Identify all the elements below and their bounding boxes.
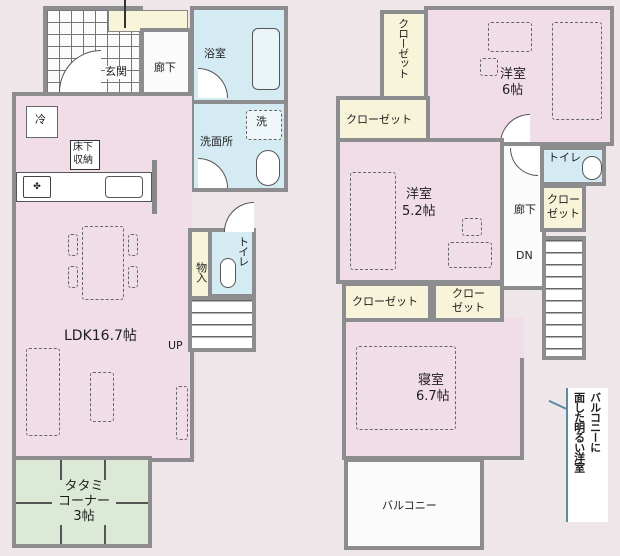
closet-vertical: クローゼット — [380, 10, 428, 100]
washer-space — [246, 110, 282, 140]
toilet-label-f2: トイレ — [548, 151, 581, 164]
closet-2: クローゼット — [342, 282, 432, 322]
tatami-label-3: 3帖 — [73, 508, 95, 524]
balcony: バルコニー — [344, 458, 484, 550]
bathroom-room: 浴室 — [190, 6, 288, 104]
chair — [462, 218, 482, 236]
stove-icon: ✤ — [23, 176, 51, 198]
fridge-symbol: 冷 — [35, 113, 46, 126]
bedroom-label: 寝室 — [418, 373, 445, 388]
underfloor-storage: 床下 収納 — [70, 140, 100, 170]
stairs-up-label: UP — [168, 339, 183, 352]
chair — [68, 266, 78, 288]
desk — [488, 22, 532, 52]
kitchen-counter-bar — [152, 160, 157, 214]
chair — [128, 266, 138, 288]
closet-vertical-label: クローゼット — [396, 18, 410, 78]
ldk-label: LDK16.7帖 — [64, 328, 137, 344]
ldk-east-wall — [190, 346, 194, 462]
bathroom-door-swing — [198, 68, 228, 98]
bathroom-label: 浴室 — [204, 47, 226, 60]
bed — [356, 346, 456, 430]
closet-3-label-1: クロー — [452, 287, 485, 300]
callout-box: バルコニーに 面した明るい洋室 — [566, 388, 608, 522]
floor1-plan: 玄関 廊下 浴室 洗 洗面所 冷 床下 収納 ✤ — [0, 0, 300, 556]
hallway-room-f1: 廊下 — [140, 28, 192, 100]
western-room-52-size: 5.2帖 — [402, 204, 436, 219]
entry-marker-line — [124, 0, 126, 28]
chair — [128, 234, 138, 256]
storage-label: 物入 — [194, 262, 208, 282]
coffee-table — [90, 372, 114, 422]
callout-pointer — [548, 399, 568, 411]
toilet-door-swing-f1 — [224, 202, 254, 232]
tatami-label-block: タタミ コーナー 3帖 — [52, 479, 116, 525]
balcony-label: バルコニー — [382, 499, 437, 512]
tatami-label-1: タタミ — [64, 479, 104, 494]
bedroom-size: 6.7帖 — [416, 389, 450, 404]
kitchen-sink — [105, 176, 143, 198]
fridge-space — [26, 106, 58, 138]
hallway-label-f2: 廊下 — [514, 203, 536, 216]
tv-stand — [176, 386, 188, 440]
underfloor-storage-label-1: 床下 — [73, 142, 93, 153]
tatami-room: タタミ コーナー 3帖 — [12, 456, 152, 548]
closet-2-label: クローゼット — [352, 295, 418, 308]
closet-3-label-2: ゼット — [452, 301, 485, 314]
stairs-f1 — [188, 296, 256, 352]
wash-basin — [256, 150, 280, 186]
chair — [480, 58, 498, 76]
closet-1: クローゼット — [336, 96, 430, 142]
ldk-room: 冷 床下 収納 ✤ LDK16.7帖 — [12, 92, 192, 462]
callout-text-2: 面した明るい洋室 — [572, 392, 586, 472]
stairs-f2 — [542, 236, 586, 360]
underfloor-storage-label-2: 収納 — [73, 155, 93, 166]
desk — [448, 242, 492, 268]
bed — [350, 172, 396, 270]
callout-text-1: バルコニーに — [588, 392, 602, 452]
stairs-down-label: DN — [516, 249, 533, 262]
hallway-door-swing — [510, 148, 538, 176]
closet-small-label-2: ゼット — [547, 207, 580, 220]
kitchen-counter: ✤ — [16, 172, 152, 202]
bathtub — [252, 28, 280, 90]
closet-small-label-1: クロー — [547, 193, 580, 206]
toilet-room-f1: トイレ — [208, 228, 256, 298]
floor2-plan: クローゼット 洋室 6帖 クローゼット 洋室 5.2帖 廊下 DN トイレ クロ… — [330, 0, 620, 556]
toilet-label-f1: トイレ — [236, 236, 250, 266]
washroom-room: 洗 洗面所 — [190, 100, 288, 192]
closet-1-label: クローゼット — [346, 113, 412, 126]
western-room-52: 洋室 5.2帖 — [336, 138, 504, 284]
toilet-bowl — [220, 258, 236, 288]
dining-table — [82, 226, 124, 300]
western-room-6: 洋室 6帖 — [424, 6, 614, 146]
bedroom-room: 寝室 6.7帖 — [342, 318, 524, 460]
chair — [68, 234, 78, 256]
bed — [552, 22, 602, 120]
washer-symbol: 洗 — [256, 115, 267, 128]
entry-door-swing — [59, 50, 101, 92]
tatami-label-2: コーナー — [57, 493, 110, 509]
bedroom-extension — [504, 318, 524, 358]
sofa — [26, 348, 60, 436]
hallway-label-f1: 廊下 — [154, 61, 176, 74]
room6-door-swing — [500, 114, 530, 144]
toilet-bowl — [582, 156, 602, 180]
closet-3: クロー ゼット — [432, 282, 504, 322]
western-room-6-label: 洋室 — [500, 67, 527, 82]
closet-small: クロー ゼット — [540, 184, 586, 232]
washroom-label: 洗面所 — [200, 135, 233, 148]
washroom-door-swing — [198, 158, 228, 188]
toilet-room-f2: トイレ — [540, 146, 606, 186]
western-room-6-size: 6帖 — [502, 83, 524, 98]
genkan-label: 玄関 — [105, 65, 127, 79]
western-room-52-label: 洋室 — [406, 187, 433, 202]
